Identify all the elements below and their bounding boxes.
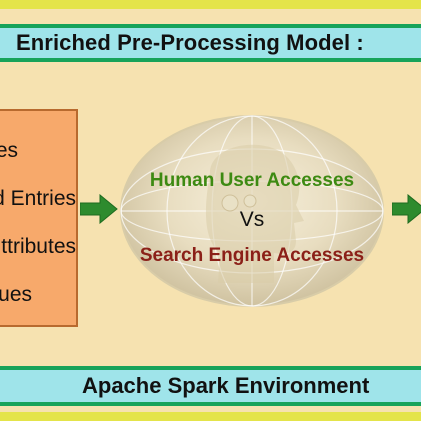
input-line-2: d Entries	[0, 187, 76, 210]
right-arrow-icon	[392, 194, 421, 224]
search-engine-accesses-label: Search Engine Accesses	[139, 245, 365, 266]
input-attributes-box: es d Entries ttributes lues	[0, 109, 78, 327]
title-banner: Enriched Pre-Processing Model :	[0, 24, 421, 62]
footer-banner: Apache Spark Environment	[0, 366, 421, 406]
vs-label: Vs	[239, 208, 265, 231]
head-gears-globe-icon	[120, 115, 384, 307]
environment-label: Apache Spark Environment	[82, 373, 370, 398]
input-line-3: ttributes	[1, 235, 76, 258]
diagram-title: Enriched Pre-Processing Model :	[16, 30, 364, 55]
input-line-4: lues	[0, 283, 32, 306]
right-arrow-icon	[80, 194, 118, 224]
human-user-accesses-label: Human User Accesses	[149, 170, 355, 191]
input-line-1: es	[0, 139, 18, 162]
